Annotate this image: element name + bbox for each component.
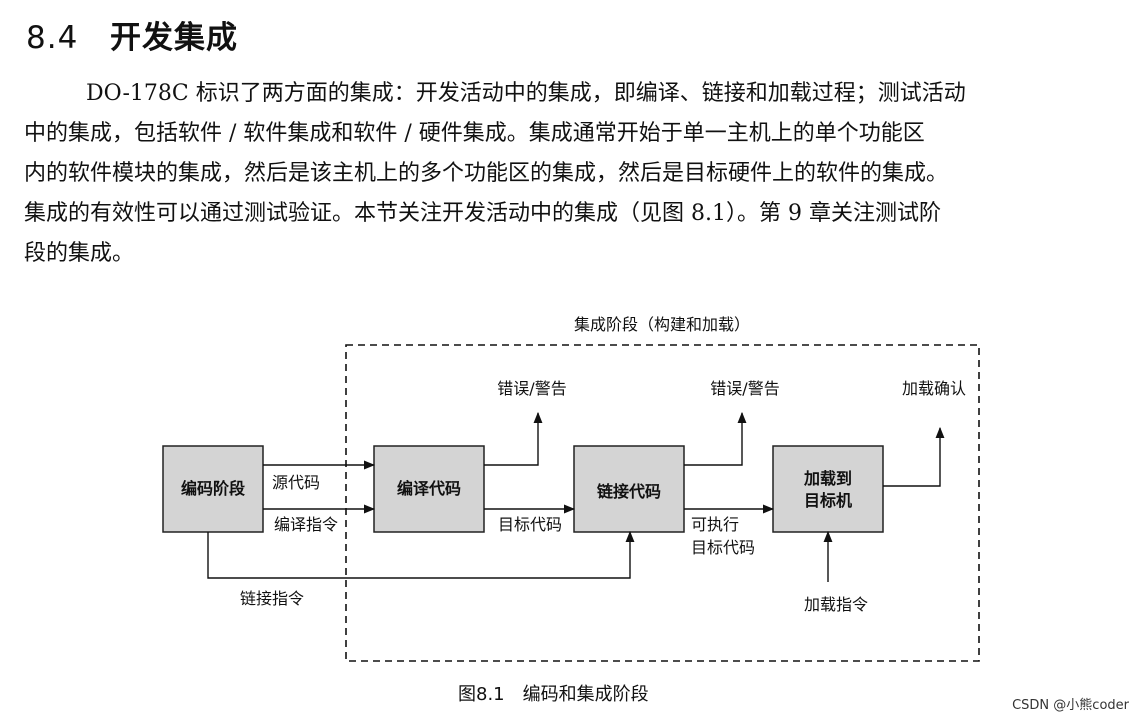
link-errors-label: 错误/警告 xyxy=(710,379,779,398)
load-to-target-label-1: 加载到 xyxy=(803,469,852,488)
paragraph-line-1: DO-178C 标识了两方面的集成：开发活动中的集成，即编译、链接和加载过程；测… xyxy=(86,81,966,106)
compile-code-label: 编译代码 xyxy=(397,479,461,498)
section-title: 开发集成 xyxy=(110,20,238,56)
integration-phase-label: 集成阶段（构建和加载） xyxy=(574,315,750,334)
paragraph-line-3: 内的软件模块的集成，然后是该主机上的多个功能区的集成，然后是目标硬件上的软件的集… xyxy=(24,161,949,186)
load-instructions-label: 加载指令 xyxy=(804,595,868,614)
link-instructions-label: 链接指令 xyxy=(240,589,304,608)
link-code-label: 链接代码 xyxy=(597,482,661,501)
load-to-target-box xyxy=(772,445,884,533)
figure-caption: 图8.1 编码和集成阶段 xyxy=(458,684,649,705)
body-paragraph: DO-178C 标识了两方面的集成：开发活动中的集成，即编译、链接和加载过程；测… xyxy=(24,74,1119,274)
load-confirm-label: 加载确认 xyxy=(902,379,966,398)
coding-phase-label: 编码阶段 xyxy=(181,479,246,498)
coding-phase-box xyxy=(162,445,264,533)
integration-diagram: 集成阶段（构建和加载） 编码阶段 编译代码 链接代码 加载到 目标机 源代码 编… xyxy=(162,315,980,662)
section-heading: 8.4 开发集成 xyxy=(26,12,238,57)
compile-code-box xyxy=(373,445,485,533)
paragraph-line-2: 中的集成，包括软件 / 软件集成和软件 / 硬件集成。集成通常开始于单一主机上的… xyxy=(24,121,925,146)
load-to-target-label-2: 目标机 xyxy=(804,491,852,510)
integration-phase-region xyxy=(345,344,980,662)
executable-label-1: 可执行 xyxy=(691,515,739,534)
compile-errors-arrow xyxy=(484,411,543,466)
object-code-label: 目标代码 xyxy=(498,515,562,534)
section-number: 8.4 xyxy=(26,20,79,56)
executable-label-2: 目标代码 xyxy=(691,538,755,557)
source-code-label: 源代码 xyxy=(272,473,320,492)
load-confirm-arrow xyxy=(883,426,945,487)
paragraph-line-5: 段的集成。 xyxy=(24,241,135,266)
paragraph-line-4: 集成的有效性可以通过测试验证。本节关注开发活动中的集成（见图 8.1）。第 9 … xyxy=(24,201,941,226)
link-instructions-arrow xyxy=(207,530,635,579)
watermark: CSDN @小熊coder xyxy=(1012,698,1129,713)
link-errors-arrow xyxy=(684,411,747,466)
compile-errors-label: 错误/警告 xyxy=(497,379,566,398)
compile-instructions-label: 编译指令 xyxy=(274,515,338,534)
